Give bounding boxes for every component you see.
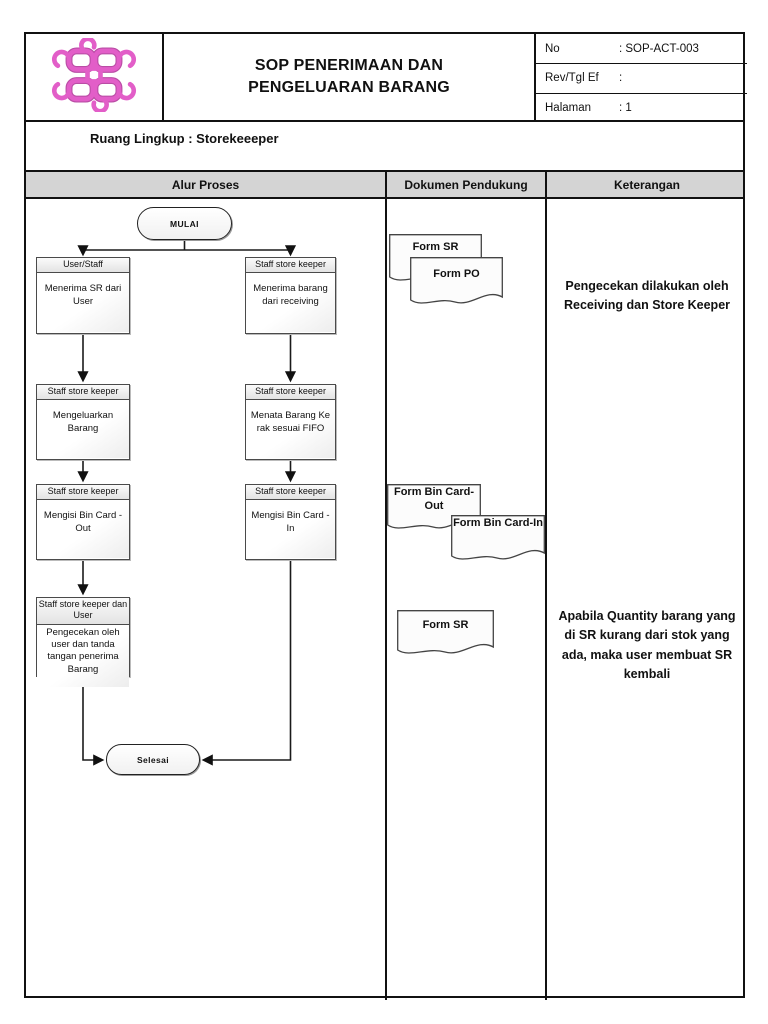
info-value-rev: : xyxy=(619,72,623,84)
flow-box-bin-card-in: Staff store keeper Mengisi Bin Card - In xyxy=(245,484,336,560)
scope-text: Ruang Lingkup : Storekeeeper xyxy=(90,131,279,146)
info-row-halaman: Halaman : 1 xyxy=(536,93,747,122)
flow-box-bin-card-out: Staff store keeper Mengisi Bin Card - Ou… xyxy=(36,484,130,560)
flow-box-action: Mengisi Bin Card - In xyxy=(246,500,335,559)
document-shape-form-po: Form PO xyxy=(410,257,503,309)
flow-box-actor: Staff store keeper xyxy=(37,385,129,401)
flow-box-actor: Staff store keeper xyxy=(246,385,335,401)
flow-box-pengecekan: Staff store keeper dan User Pengecekan o… xyxy=(36,597,130,687)
flow-box-action: Pengecekan oleh user dan tanda tangan pe… xyxy=(37,624,129,687)
info-label-no: No xyxy=(545,42,560,55)
document-label: Form Bin Card-Out xyxy=(393,486,475,512)
document-title-line2: PENGELUARAN BARANG xyxy=(248,79,450,96)
flow-box-action: Menata Barang Ke rak sesuai FIFO xyxy=(246,400,335,459)
info-value-no: : SOP-ACT-003 xyxy=(619,42,699,55)
document-info-cell: No : SOP-ACT-003 Rev/Tgl Ef : Halaman : … xyxy=(534,34,747,120)
alur-proses-column: MULAI User/Staff Menerima SR dari User S… xyxy=(26,199,385,1000)
flow-start-terminator: MULAI xyxy=(137,207,232,240)
document-label: Form SR xyxy=(422,619,469,631)
document-title-cell: SOP PENERIMAAN DAN PENGELUARAN BARANG xyxy=(162,34,534,120)
flow-box-actor: Staff store keeper xyxy=(37,485,129,501)
flow-box-actor: User/Staff xyxy=(37,258,129,274)
column-header-dokumen-pendukung: Dokumen Pendukung xyxy=(385,172,545,197)
logo-cell xyxy=(26,34,162,120)
column-header-keterangan: Keterangan xyxy=(545,172,747,197)
info-value-halaman: : 1 xyxy=(619,102,632,114)
note-apabila-quantity: Apabila Quantity barang yang di SR kuran… xyxy=(558,609,736,682)
document-label: Form SR xyxy=(412,241,459,253)
flow-box-action: Mengisi Bin Card - Out xyxy=(37,500,129,559)
note-pengecekan: Pengecekan dilakukan oleh Receiving dan … xyxy=(563,279,731,313)
flow-end-terminator: Selesai xyxy=(106,744,200,775)
table-body: MULAI User/Staff Menerima SR dari User S… xyxy=(26,199,743,1000)
info-row-rev: Rev/Tgl Ef : xyxy=(536,63,747,92)
document-label: Form Bin Card-In xyxy=(453,517,543,529)
document-label: Form PO xyxy=(433,268,480,280)
flow-box-menerima-sr: User/Staff Menerima SR dari User xyxy=(36,257,130,334)
flow-box-menata-barang: Staff store keeper Menata Barang Ke rak … xyxy=(245,384,336,460)
company-logo-icon xyxy=(46,35,142,117)
keterangan-column: Pengecekan dilakukan oleh Receiving dan … xyxy=(545,199,747,1000)
flow-box-menerima-barang: Staff store keeper Menerima barang dari … xyxy=(245,257,336,334)
sop-table-frame: SOP PENERIMAAN DAN PENGELUARAN BARANG No… xyxy=(24,32,747,1000)
flow-box-actor: Staff store keeper xyxy=(246,485,335,501)
flow-box-mengeluarkan-barang: Staff store keeper Mengeluarkan Barang xyxy=(36,384,130,460)
document-header: SOP PENERIMAAN DAN PENGELUARAN BARANG No… xyxy=(26,34,747,122)
flow-connector-lines xyxy=(77,237,297,766)
flow-box-action: Mengeluarkan Barang xyxy=(37,400,129,459)
info-label-rev: Rev/Tgl Ef xyxy=(545,72,599,84)
column-header-alur-proses: Alur Proses xyxy=(171,177,240,192)
flow-box-action: Menerima SR dari User xyxy=(37,273,129,333)
column-header-row: Alur Proses Dokumen Pendukung Keterangan xyxy=(26,170,743,199)
flow-box-actor: Staff store keeper dan User xyxy=(37,598,129,625)
flow-box-actor: Staff store keeper xyxy=(246,258,335,274)
document-shape-form-sr-2: Form SR xyxy=(397,610,494,659)
document-title-line1: SOP PENERIMAAN DAN xyxy=(254,56,444,74)
flow-box-action: Menerima barang dari receiving xyxy=(246,273,335,333)
document-shape-form-bin-card-in: Form Bin Card-In xyxy=(451,515,545,565)
info-row-no: No : SOP-ACT-003 xyxy=(536,34,747,63)
dokumen-pendukung-column: Form SR Form PO Form Bin Card-Out xyxy=(385,199,545,1000)
scope-row: Ruang Lingkup : Storekeeeper xyxy=(26,122,743,170)
info-label-halaman: Halaman xyxy=(545,102,592,114)
